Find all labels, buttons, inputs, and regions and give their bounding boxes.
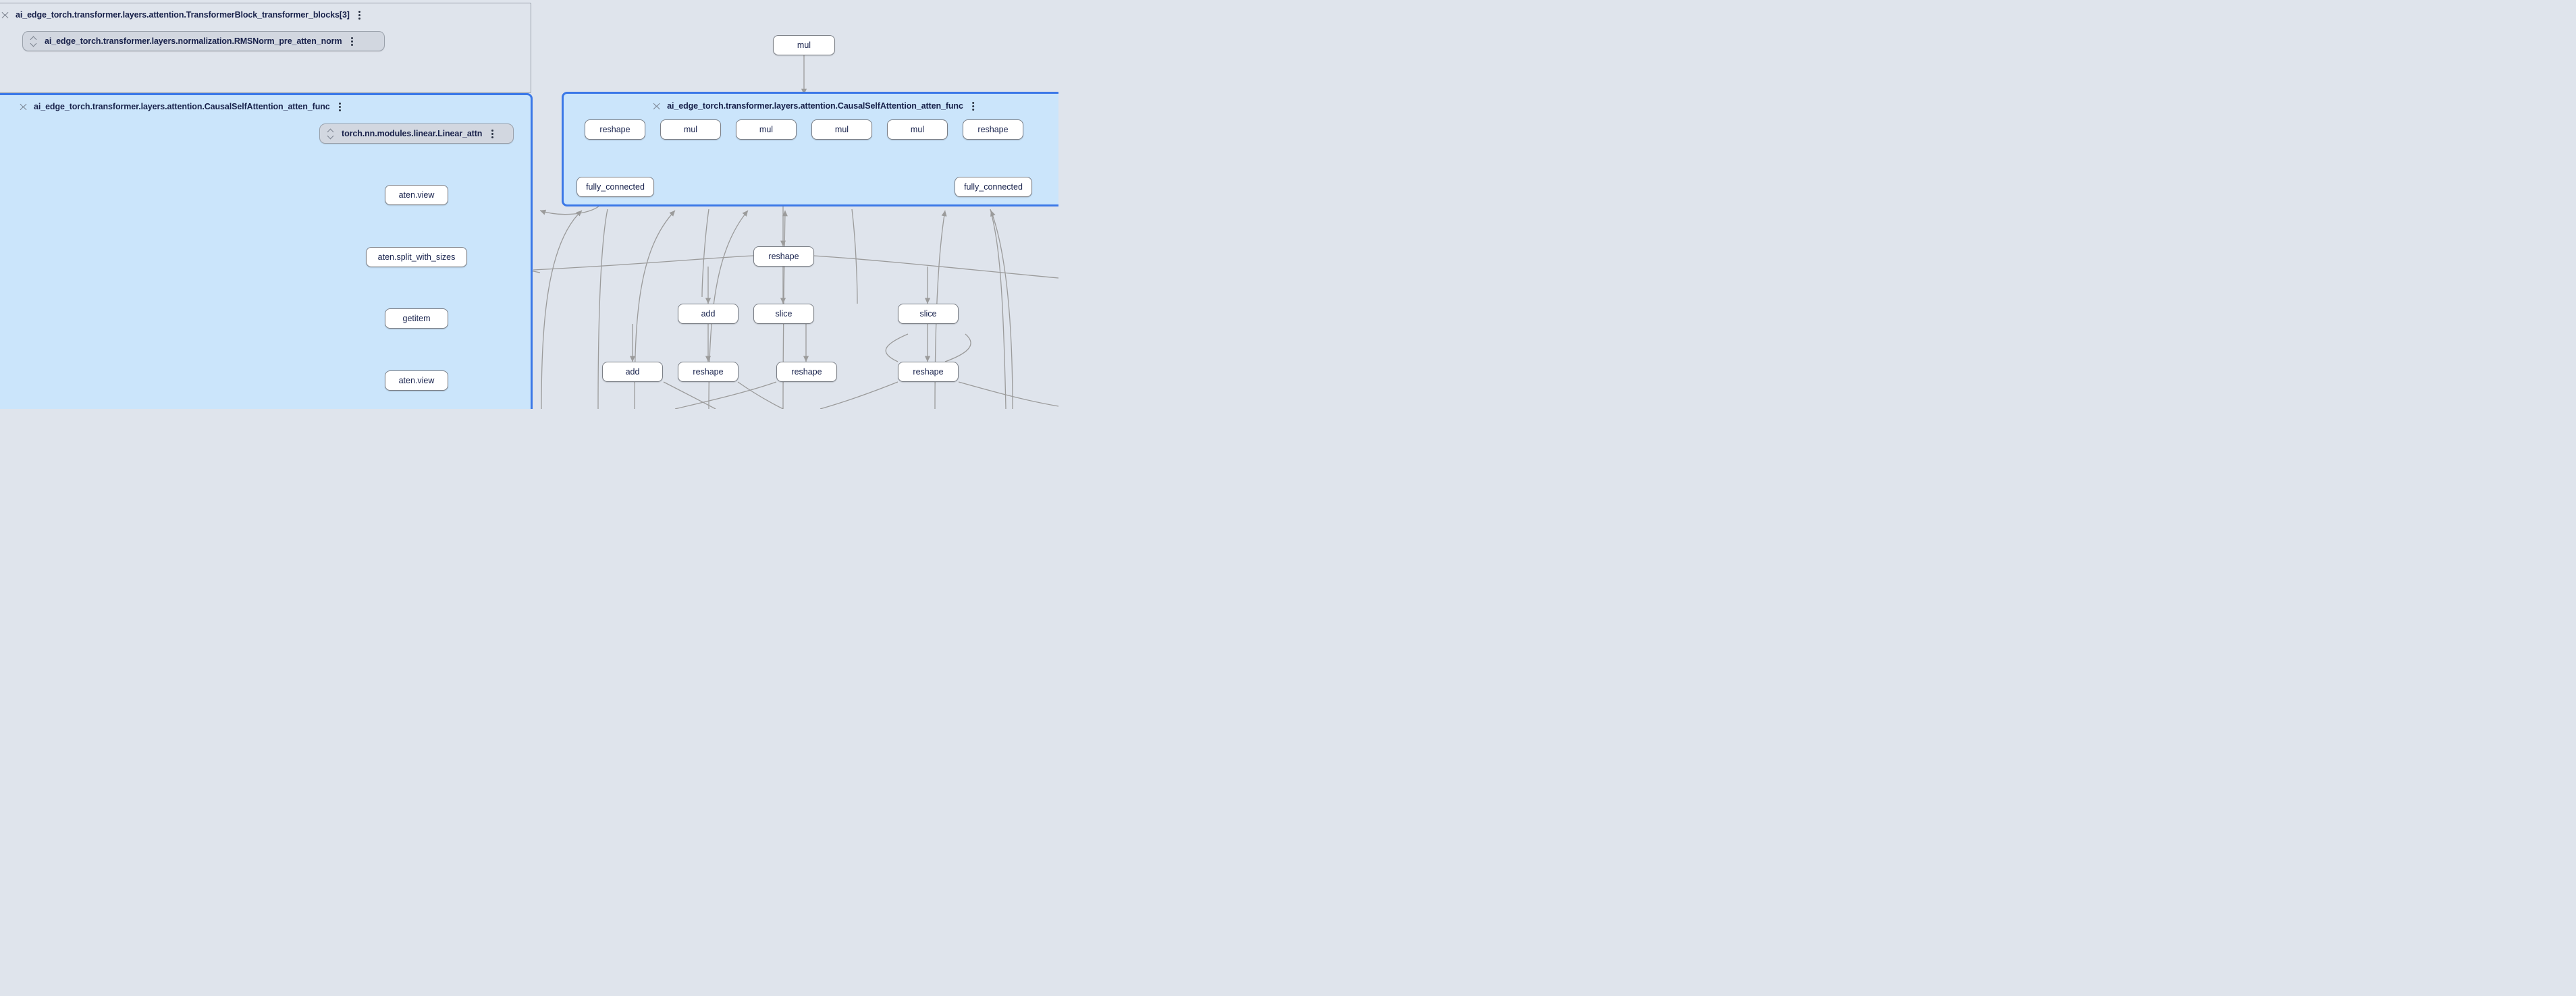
node-label: reshape	[599, 125, 630, 134]
node-label: aten.view	[398, 376, 435, 385]
node-aten-view-2[interactable]: aten.view	[385, 370, 448, 391]
node-label: reshape	[693, 367, 724, 377]
node-label: mul	[834, 125, 849, 134]
node-fully-connected-left[interactable]: fully_connected	[576, 177, 654, 197]
module-pill-rmsnorm-pre-atten-norm[interactable]: ai_edge_torch.transformer.layers.normali…	[22, 31, 385, 51]
more-vertical-icon[interactable]	[491, 128, 494, 139]
node-label: slice	[775, 309, 793, 319]
group-atten-func-left-label: ai_edge_torch.transformer.layers.attenti…	[34, 102, 330, 111]
group-atten-func-right-header[interactable]: ai_edge_torch.transformer.layers.attenti…	[653, 97, 975, 115]
node-slice-2[interactable]: slice	[898, 304, 959, 324]
node-reshape-r1[interactable]: reshape	[585, 119, 645, 140]
node-getitem[interactable]: getitem	[385, 308, 448, 329]
module-pill-linear-attn[interactable]: torch.nn.modules.linear.Linear_attn	[319, 123, 514, 144]
group-transformer-block-header[interactable]: ai_edge_torch.transformer.layers.attenti…	[2, 6, 361, 24]
more-vertical-icon[interactable]	[358, 9, 361, 20]
node-label: slice	[919, 309, 937, 319]
node-mul-top[interactable]: mul	[773, 35, 835, 55]
more-vertical-icon[interactable]	[338, 101, 342, 112]
node-slice-1[interactable]: slice	[753, 304, 814, 324]
node-label: mul	[797, 40, 811, 50]
collapse-chevrons-icon[interactable]	[653, 101, 661, 111]
group-atten-func-left-header[interactable]: ai_edge_torch.transformer.layers.attenti…	[20, 98, 342, 115]
node-add-mid[interactable]: add	[678, 304, 739, 324]
more-vertical-icon[interactable]	[351, 36, 354, 47]
node-label: getitem	[402, 314, 431, 323]
node-label: aten.split_with_sizes	[377, 252, 456, 262]
node-reshape-b1[interactable]: reshape	[678, 362, 739, 382]
node-label: mul	[683, 125, 698, 134]
node-aten-split-with-sizes[interactable]: aten.split_with_sizes	[366, 247, 467, 267]
node-reshape-r2[interactable]: reshape	[963, 119, 1023, 140]
node-mul-r3[interactable]: mul	[811, 119, 872, 140]
node-reshape-mid[interactable]: reshape	[753, 246, 814, 267]
group-atten-func-right-label: ai_edge_torch.transformer.layers.attenti…	[667, 101, 963, 111]
node-label: add	[625, 367, 640, 377]
node-mul-r1[interactable]: mul	[660, 119, 721, 140]
node-mul-r2[interactable]: mul	[736, 119, 797, 140]
node-label: aten.view	[398, 190, 435, 200]
collapse-chevrons-icon[interactable]	[2, 10, 9, 20]
node-label: mul	[759, 125, 774, 134]
node-label: add	[701, 309, 716, 319]
node-label: reshape	[791, 367, 822, 377]
node-reshape-b2[interactable]: reshape	[776, 362, 837, 382]
node-label: reshape	[768, 252, 799, 261]
node-label: fully_connected	[586, 182, 645, 192]
node-add-bottom[interactable]: add	[602, 362, 663, 382]
node-mul-r4[interactable]: mul	[887, 119, 948, 140]
node-label: reshape	[977, 125, 1009, 134]
node-label: mul	[910, 125, 925, 134]
more-vertical-icon[interactable]	[971, 101, 975, 111]
node-fully-connected-right[interactable]: fully_connected	[955, 177, 1032, 197]
collapse-chevrons-icon[interactable]	[20, 102, 28, 111]
expand-chevrons-icon[interactable]	[30, 36, 38, 46]
module-pill-linear-attn-label: torch.nn.modules.linear.Linear_attn	[342, 129, 483, 138]
graph-canvas[interactable]: ai_edge_torch.transformer.layers.attenti…	[0, 0, 1058, 409]
node-aten-view[interactable]: aten.view	[385, 185, 448, 205]
expand-chevrons-icon[interactable]	[327, 129, 335, 138]
group-transformer-block-label: ai_edge_torch.transformer.layers.attenti…	[16, 10, 350, 20]
module-pill-rmsnorm-label: ai_edge_torch.transformer.layers.normali…	[45, 36, 342, 46]
node-reshape-b3[interactable]: reshape	[898, 362, 959, 382]
node-label: fully_connected	[964, 182, 1023, 192]
node-label: reshape	[913, 367, 944, 377]
